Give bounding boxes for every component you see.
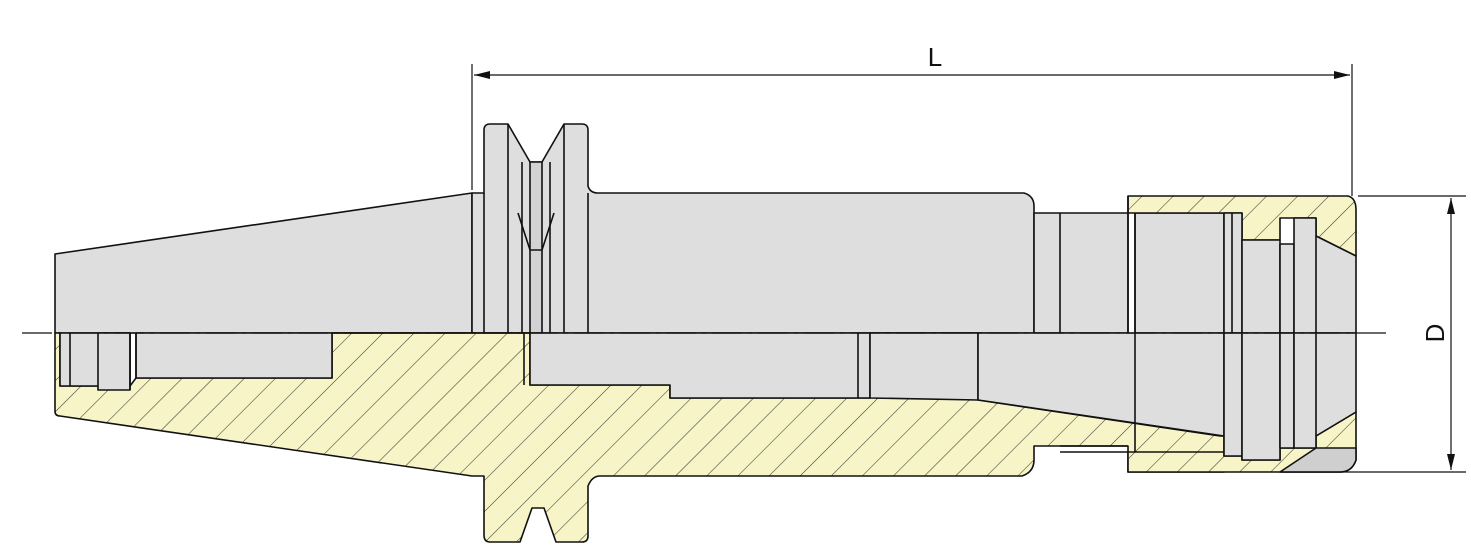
coolant-ring bbox=[97, 332, 131, 391]
upper-half-view bbox=[54, 123, 1357, 334]
length-label: L bbox=[928, 42, 942, 72]
arrow-head bbox=[474, 71, 490, 79]
arrow-head bbox=[1447, 198, 1455, 214]
collet-bore bbox=[1134, 212, 1225, 334]
drive-slot-mark bbox=[517, 212, 555, 251]
nut-ring bbox=[1223, 212, 1243, 334]
nut-ring bbox=[1279, 243, 1295, 334]
taper-shank bbox=[54, 192, 473, 334]
diameter-label: D bbox=[1420, 324, 1450, 343]
bore-interior bbox=[135, 332, 333, 379]
lower-half-section bbox=[54, 332, 1357, 543]
neck bbox=[1033, 212, 1129, 334]
dimension-diameter bbox=[1282, 195, 1466, 473]
nut-ring bbox=[1279, 332, 1295, 449]
dimension-length bbox=[471, 64, 1353, 196]
nut-ring bbox=[1241, 239, 1281, 334]
flange-v-groove bbox=[471, 123, 1035, 334]
nut-ring bbox=[1241, 332, 1281, 461]
bore-interior bbox=[869, 332, 979, 401]
groove-slot bbox=[529, 161, 543, 334]
arrow-head bbox=[1334, 71, 1350, 79]
nut-ring bbox=[1223, 332, 1243, 457]
arrow-head bbox=[1447, 454, 1455, 470]
